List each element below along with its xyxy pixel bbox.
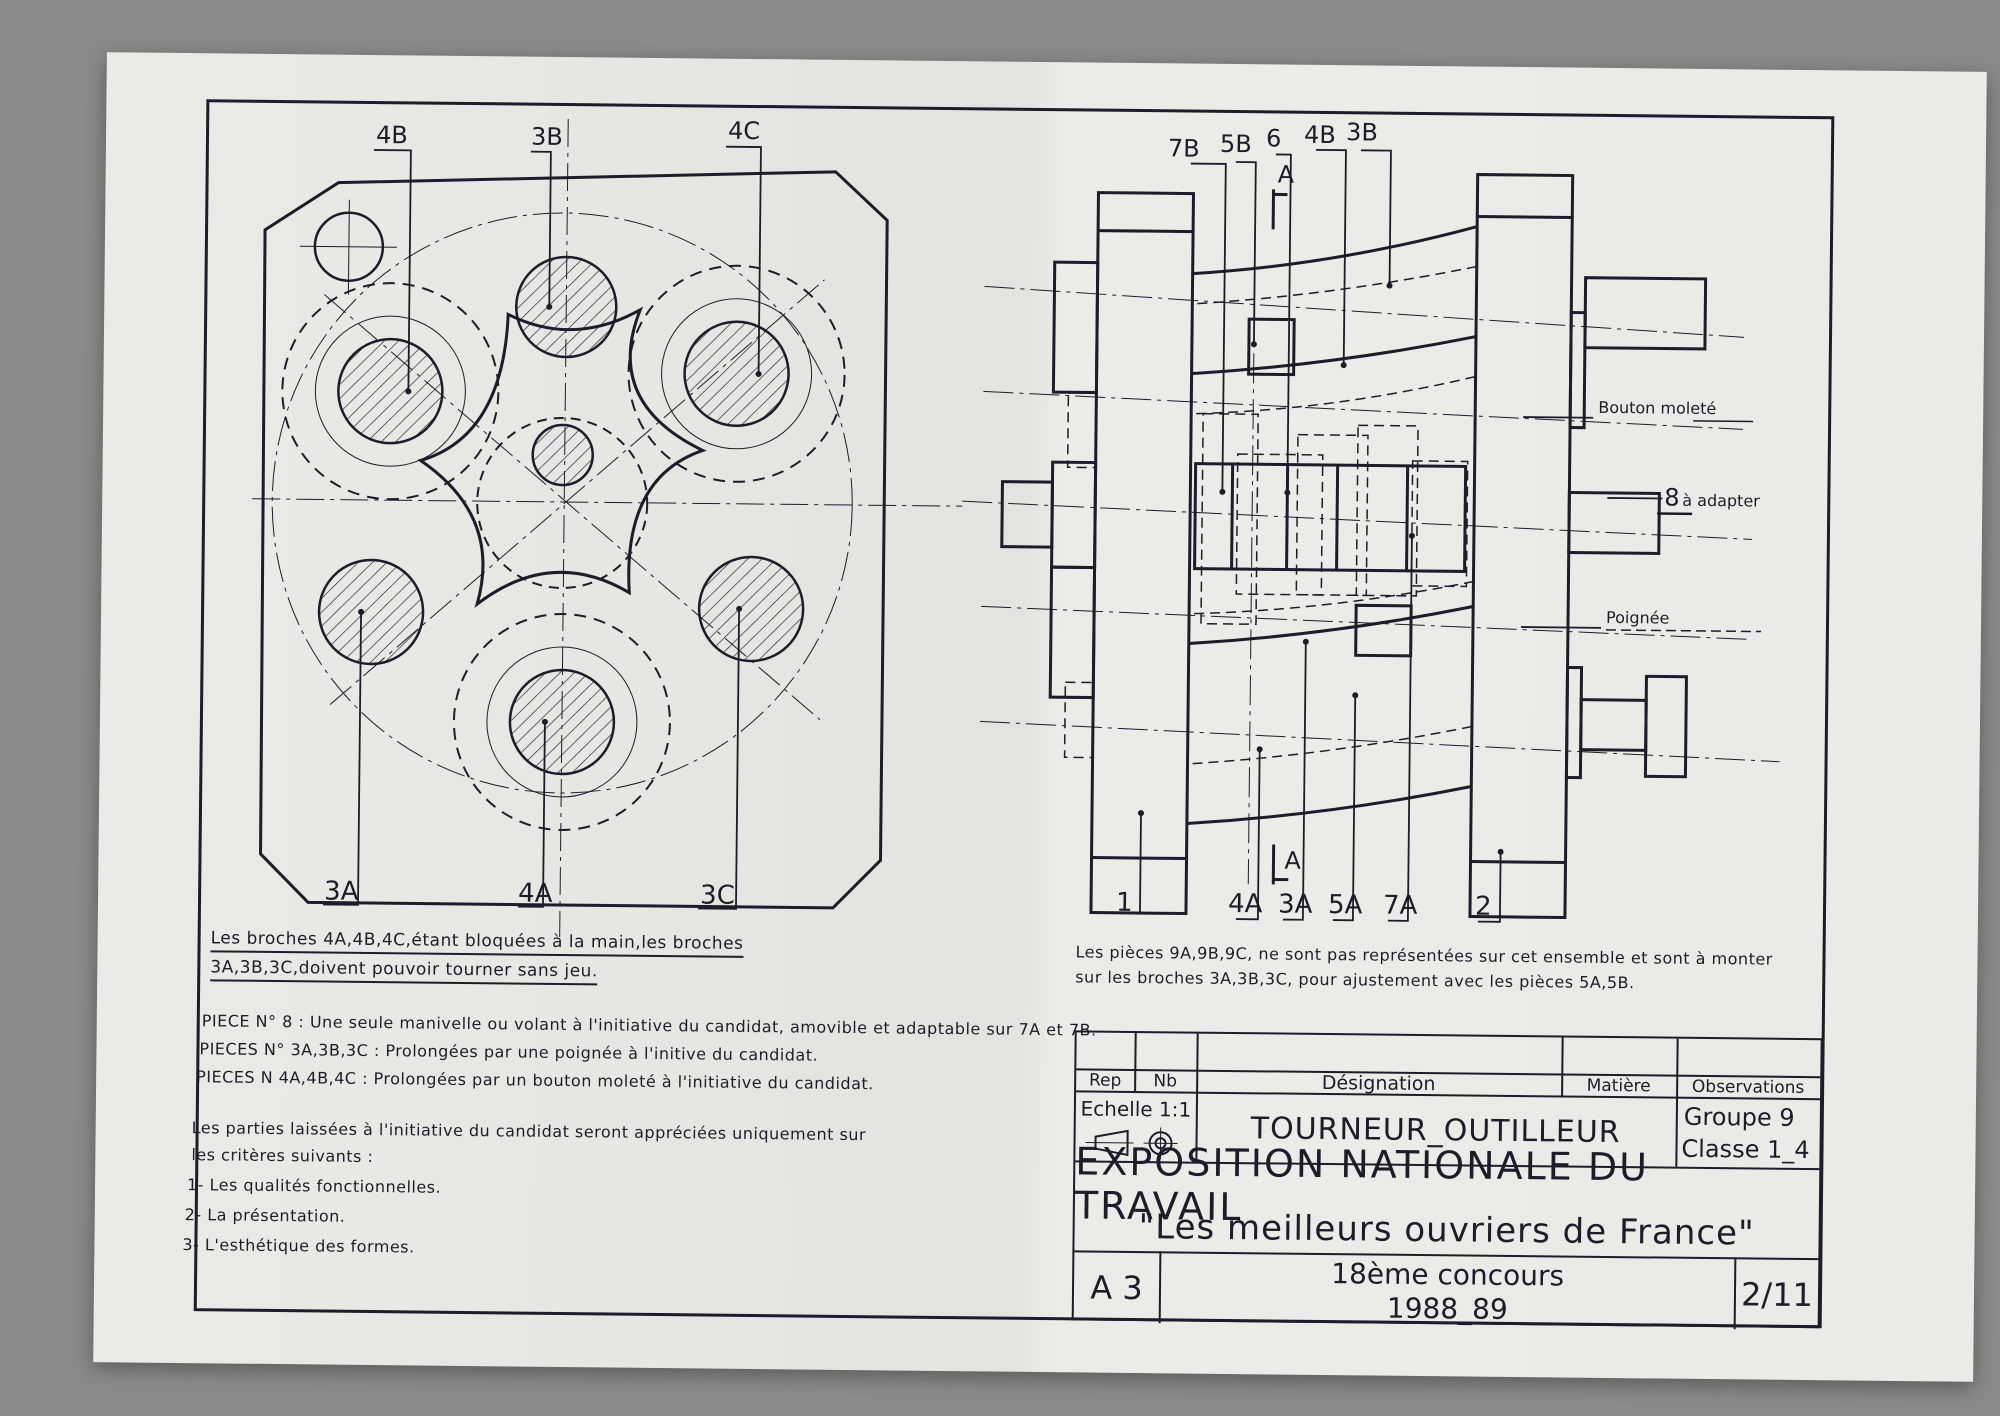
spindle-3A xyxy=(317,558,425,666)
criterion-2: 2- La présentation. xyxy=(184,1205,346,1226)
callout-8-suffix: à adapter xyxy=(1682,491,1760,511)
header-matiere: Matière xyxy=(1586,1075,1651,1097)
label-4C-left: 4C xyxy=(728,117,760,145)
section-view-drawing xyxy=(1000,173,1708,920)
spindle-4C xyxy=(683,320,790,428)
title-block: Rep Nb Désignation Matière Observations … xyxy=(1071,1030,1823,1330)
label-3A-right: 3A xyxy=(1278,890,1313,920)
label-4B-left: 4B xyxy=(376,121,408,149)
spindle-4B xyxy=(337,337,444,445)
sheet-number: 2/11 xyxy=(1740,1275,1814,1315)
spindle-3B xyxy=(515,255,618,359)
label-5B: 5B xyxy=(1220,130,1252,158)
label-3B-right: 3B xyxy=(1346,118,1378,146)
groupe-label: Groupe 9 xyxy=(1683,1102,1795,1132)
criterion-3: 3- L'esthétique des formes. xyxy=(182,1235,415,1257)
year-label: 1988_89 xyxy=(1386,1291,1508,1326)
label-1: 1 xyxy=(1116,888,1133,918)
label-7B: 7B xyxy=(1168,134,1200,162)
label-7A: 7A xyxy=(1383,891,1418,921)
spindle-3C xyxy=(697,555,805,663)
header-nb: Nb xyxy=(1153,1071,1178,1092)
drawing-sheet: 4B 3B 4C 3A 4A 3C xyxy=(93,52,1987,1382)
note-criteria-intro-2: les critères suivants : xyxy=(191,1145,374,1167)
label-6: 6 xyxy=(1266,124,1282,152)
callout-poignee: Poignée xyxy=(1606,608,1669,628)
callout-8: 8 xyxy=(1664,484,1680,512)
section-mark-a-bottom: A xyxy=(1284,847,1301,875)
criterion-1: 1- Les qualités fonctionnelles. xyxy=(186,1175,442,1197)
front-view-drawing: 4B 3B 4C 3A 4A 3C xyxy=(252,117,1780,937)
label-3A-left: 3A xyxy=(324,877,359,907)
spindle-4A xyxy=(508,668,616,776)
scale-label: Echelle 1:1 xyxy=(1080,1096,1192,1122)
header-observations: Observations xyxy=(1691,1076,1805,1099)
label-3B-left: 3B xyxy=(531,123,563,151)
label-5A: 5A xyxy=(1328,890,1363,920)
label-4A-right: 4A xyxy=(1228,889,1263,919)
plate-outline xyxy=(259,170,889,910)
projection-symbol-icon xyxy=(1075,1124,1195,1161)
label-3C-left: 3C xyxy=(700,880,735,910)
central-pin xyxy=(531,423,594,487)
label-2: 2 xyxy=(1475,892,1492,922)
meilleurs-ouvriers-subtitle: "Les meilleurs ouvriers de France" xyxy=(1138,1207,1755,1254)
section-mark-a-top: A xyxy=(1278,160,1295,188)
star-cam-outline xyxy=(417,306,707,609)
label-4B-right: 4B xyxy=(1304,121,1336,149)
header-rep: Rep xyxy=(1088,1070,1122,1091)
note-broches-line2: 3A,3B,3C,doivent pouvoir tourner sans je… xyxy=(210,957,598,986)
format-a3: A 3 xyxy=(1090,1268,1143,1308)
label-4A-left: 4A xyxy=(518,879,553,909)
callout-bouton-molete: Bouton moleté xyxy=(1598,398,1716,418)
